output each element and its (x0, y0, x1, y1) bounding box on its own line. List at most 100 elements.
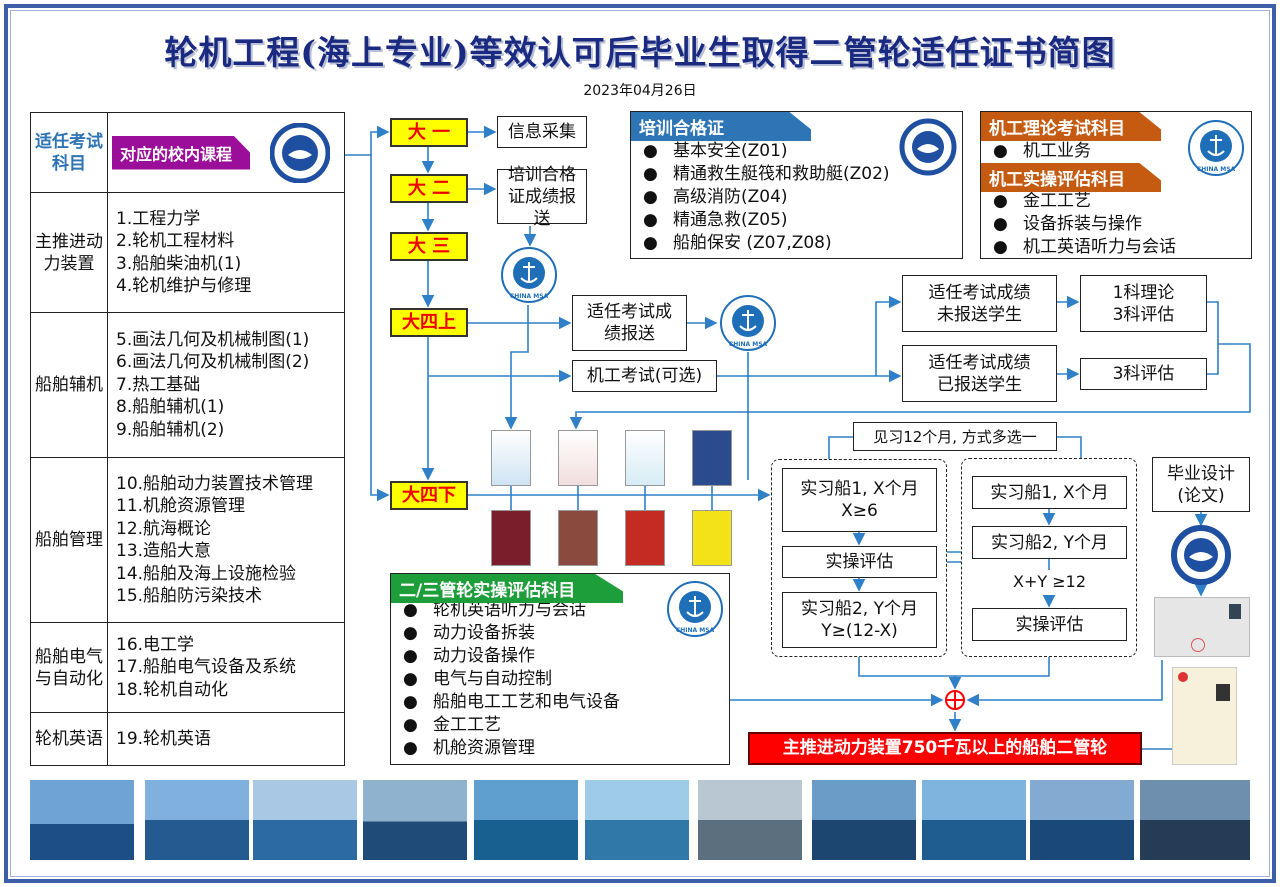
course-item: 9.船舶辅机(2) (116, 419, 225, 440)
list-item: ●机工英语听力与会话 (993, 237, 1176, 257)
option-b-ship1-box: 实习船1, X个月 (972, 476, 1127, 509)
page-title: 轮机工程(海上专业)等效认可后毕业生取得二管轮适任证书简图 (164, 33, 1116, 72)
list-item: ●基本安全(Z01) (643, 141, 788, 161)
course-item: 6.画法几何及机械制图(2) (116, 352, 310, 373)
reported-box: 适任考试成绩已报送学生 (902, 345, 1057, 402)
list-item: ●高级消防(Z04) (643, 187, 788, 207)
ship2-label: 实习船2, Y个月 (800, 599, 918, 619)
not-reported-box: 适任考试成绩未报送学生 (902, 275, 1057, 332)
certificate-image (625, 430, 665, 486)
year-4-second: 大四下 (390, 481, 468, 510)
option-a-group (771, 459, 947, 657)
seaman-book-image (692, 430, 732, 486)
passport-image (491, 510, 531, 566)
diploma-image (1154, 597, 1250, 657)
list-item: ●动力设备拆装 (403, 623, 535, 643)
course-item: 1.工程力学 (116, 208, 201, 229)
theory-title: 机工理论考试科目 (981, 112, 1161, 141)
course-item: 14.船舶及海上设施检验 (116, 563, 297, 584)
svg-text:1909: 1909 (1191, 578, 1211, 586)
course-item: 13.造船大意 (116, 541, 212, 561)
ship2-condition: Y≥(12-X) (821, 621, 898, 641)
option-a-eval-box: 实操评估 (782, 546, 937, 578)
final-certificate-banner: 主推进动力装置750千瓦以上的船舶二管轮 (748, 732, 1142, 765)
svg-text:CHINA MSA: CHINA MSA (729, 341, 768, 348)
course-item: 3.船舶柴油机(1) (116, 253, 242, 274)
category-auxiliary: 船舶辅机 (30, 312, 108, 458)
ship-photo (1030, 780, 1134, 860)
practical-title: 机工实操评估科目 (981, 163, 1161, 192)
list-item: ●机舱资源管理 (403, 738, 535, 758)
course-item: 10.船舶动力装置技术管理 (116, 473, 314, 494)
competency-certificate-image (1172, 667, 1237, 765)
ship-photo (1140, 780, 1250, 860)
category-main-propulsion: 主推进动力装置 (30, 192, 108, 313)
list-item: ●轮机英语听力与会话 (403, 600, 586, 620)
list-item: ●电气与自动控制 (403, 669, 552, 689)
header-courses-tag: 对应的校内课程 (112, 135, 251, 170)
msa-logo-icon: CHINA MSA (1188, 120, 1244, 176)
list-item: ●金工工艺 (993, 191, 1091, 211)
course-item: 17.船舶电气设备及系统 (116, 657, 297, 678)
ship-photo (585, 780, 689, 860)
msa-logo-icon: CHINA MSA (720, 295, 776, 351)
certificate-cover-image (558, 510, 598, 566)
course-item: 5.画法几何及机械制图(1) (116, 329, 310, 350)
three-eval-box: 3科评估 (1080, 358, 1207, 390)
ship-photo (253, 780, 357, 860)
assessment-panel: 二/三管轮实操评估科目 ●轮机英语听力与会话 ●动力设备拆装 ●动力设备操作 ●… (390, 573, 730, 765)
course-list: 19.轮机英语 (107, 712, 345, 766)
course-item: 19.轮机英语 (116, 728, 212, 749)
ship-photo (812, 780, 916, 860)
list-item: ●精通急救(Z05) (643, 210, 788, 230)
ship1-condition: X≥6 (841, 501, 878, 521)
option-b-group (961, 458, 1137, 657)
year-4-first: 大四上 (390, 308, 468, 337)
course-item: 12.航海概论 (116, 518, 212, 539)
dmu-logo-icon (899, 118, 957, 176)
list-item: ●设备拆装与操作 (993, 214, 1142, 234)
list-item: ●精通救生艇筏和救助艇(Z02) (643, 164, 890, 184)
course-item: 4.轮机维护与修理 (116, 276, 252, 296)
year-1: 大 一 (390, 118, 468, 147)
course-item: 2.轮机工程材料 (116, 231, 235, 251)
course-item: 15.船舶防污染技术 (116, 586, 263, 606)
list-item: ●船舶电工工艺和电气设备 (403, 692, 620, 712)
assessment-title: 二/三管轮实操评估科目 (391, 574, 623, 603)
svg-text:CHINA MSA: CHINA MSA (676, 627, 715, 634)
course-item: 18.轮机自动化 (116, 679, 229, 700)
svg-text:CHINA MSA: CHINA MSA (1197, 166, 1236, 173)
msa-logo-icon: CHINA MSA (667, 581, 723, 637)
year-2: 大 二 (390, 174, 468, 203)
date: 2023年04月26日 (583, 83, 697, 99)
training-list: ●基本安全(Z01) ●精通救生艇筏和救助艇(Z02) ●高级消防(Z04) ●… (631, 112, 962, 255)
health-cert-image (692, 510, 732, 566)
internship-box: 见习12个月, 方式多选一 (853, 422, 1057, 451)
certificate-image (558, 430, 598, 486)
msa-logo-icon: CHINA MSA (501, 247, 557, 303)
list-item: ●金工工艺 (403, 715, 501, 735)
course-item: 11.机舱资源管理 (116, 496, 246, 516)
thesis-box: 毕业设计(论文) (1152, 457, 1250, 512)
exam-report-box: 适任考试成绩报送 (572, 295, 687, 351)
engine-exam-box: 机工考试(可选) (572, 360, 717, 392)
training-cert-title: 培训合格证 (631, 112, 811, 141)
page-frame (4, 4, 1276, 883)
course-item: 8.船舶辅机(1) (116, 397, 225, 418)
ship-photo (145, 780, 249, 860)
training-report-box: 培训合格证成绩报送 (497, 165, 587, 229)
certificate-cover-image (625, 510, 665, 566)
ship-photo (922, 780, 1026, 860)
one-theory-box: 1科理论3科评估 (1080, 275, 1207, 332)
dmu-logo-icon (270, 123, 330, 183)
course-item: 7.热工基础 (116, 374, 201, 395)
ship-photo (698, 780, 802, 860)
